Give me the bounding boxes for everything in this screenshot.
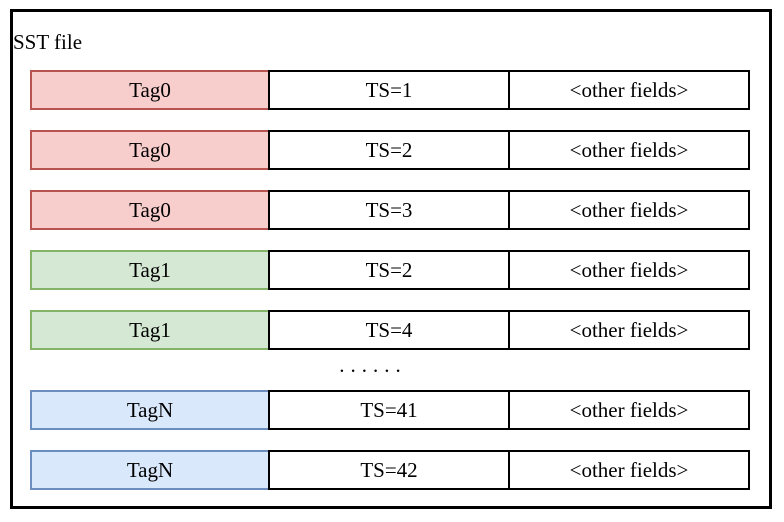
other-fields-label: <other fields>	[569, 457, 689, 482]
tag-cell: Tag0	[30, 130, 270, 170]
other-fields-label: <other fields>	[569, 77, 689, 102]
other-fields-cell: <other fields>	[508, 310, 750, 350]
other-fields-cell: <other fields>	[508, 450, 750, 490]
other-fields-label: <other fields>	[569, 197, 689, 222]
timestamp-label: TS=1	[365, 77, 413, 102]
record-row: Tag1 TS=2 <other fields>	[30, 250, 752, 290]
tag-cell: Tag0	[30, 70, 270, 110]
other-fields-label: <other fields>	[569, 397, 689, 422]
timestamp-cell: TS=41	[268, 390, 510, 430]
tag-label: Tag1	[129, 317, 171, 342]
timestamp-label: TS=2	[365, 137, 413, 162]
ellipsis: ......	[339, 353, 407, 377]
other-fields-label: <other fields>	[569, 257, 689, 282]
timestamp-cell: TS=1	[268, 70, 510, 110]
timestamp-cell: TS=4	[268, 310, 510, 350]
timestamp-cell: TS=42	[268, 450, 510, 490]
tag-cell: TagN	[30, 390, 270, 430]
other-fields-cell: <other fields>	[508, 390, 750, 430]
diagram-title: SST file	[13, 30, 83, 54]
tag-label: Tag1	[129, 257, 171, 282]
other-fields-cell: <other fields>	[508, 130, 750, 170]
timestamp-cell: TS=2	[268, 250, 510, 290]
timestamp-label: TS=41	[360, 397, 418, 422]
timestamp-label: TS=3	[365, 197, 413, 222]
other-fields-cell: <other fields>	[508, 70, 750, 110]
timestamp-label: TS=42	[360, 457, 418, 482]
record-row: Tag1 TS=4 <other fields>	[30, 310, 752, 350]
record-row: TagN TS=42 <other fields>	[30, 450, 752, 490]
tag-cell: Tag0	[30, 190, 270, 230]
other-fields-cell: <other fields>	[508, 250, 750, 290]
tag-label: TagN	[126, 397, 174, 422]
tag-label: Tag0	[129, 77, 171, 102]
record-row: TagN TS=41 <other fields>	[30, 390, 752, 430]
tag-label: Tag0	[129, 137, 171, 162]
tag-cell: Tag1	[30, 310, 270, 350]
tag-cell: TagN	[30, 450, 270, 490]
record-row: Tag0 TS=2 <other fields>	[30, 130, 752, 170]
tag-cell: Tag1	[30, 250, 270, 290]
timestamp-label: TS=2	[365, 257, 413, 282]
timestamp-cell: TS=3	[268, 190, 510, 230]
record-row: Tag0 TS=3 <other fields>	[30, 190, 752, 230]
other-fields-label: <other fields>	[569, 137, 689, 162]
timestamp-cell: TS=2	[268, 130, 510, 170]
tag-label: TagN	[126, 457, 174, 482]
tag-label: Tag0	[129, 197, 171, 222]
timestamp-label: TS=4	[365, 317, 413, 342]
record-row: Tag0 TS=1 <other fields>	[30, 70, 752, 110]
other-fields-cell: <other fields>	[508, 190, 750, 230]
other-fields-label: <other fields>	[569, 317, 689, 342]
